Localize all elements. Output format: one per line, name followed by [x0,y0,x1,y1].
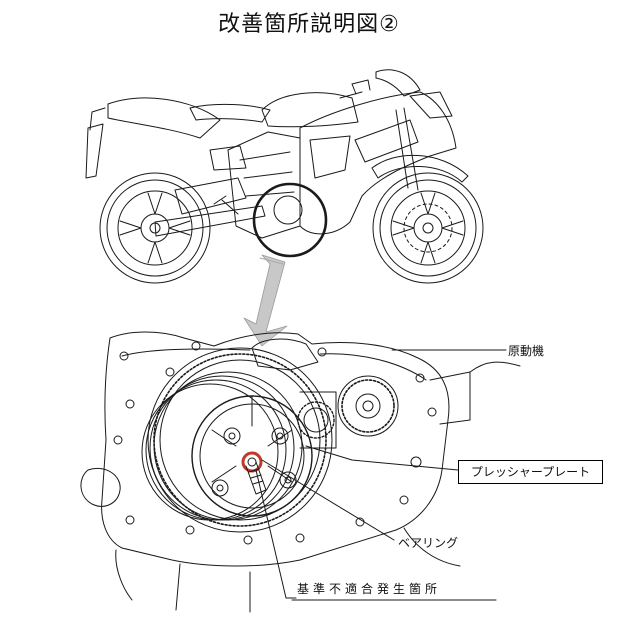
windscreen [375,69,421,97]
engine-clutch-cover [273,195,303,225]
headlight [409,91,453,119]
rear-fender [85,123,104,179]
countershaft-gear [337,375,399,437]
engine-block [227,131,301,239]
zoom-arrow [243,254,288,347]
label-defect-location: 基準不適合発生箇所 [297,582,442,596]
diagram-title: 改善箇所説明図② [218,12,400,37]
drain-plug [80,468,121,507]
leader-defect [255,469,297,599]
label-pressure-plate: プレッシャープレート [458,460,603,484]
highlight-circle [252,182,328,258]
seat [189,103,271,123]
engine-detail [80,331,521,613]
mirror [351,79,371,95]
crankcase-outline [101,331,450,567]
pressure-plate [191,395,313,517]
leader-pressure-plate [305,445,459,471]
motorcycle-illustration [85,69,484,284]
push-rod [245,461,267,495]
front-fender [371,154,469,183]
clutch-plate-stack [141,371,303,521]
tail-cowl [107,97,221,139]
label-bearing: ベアリング [398,536,459,550]
clutch-housing-gear [147,347,333,533]
front-wheel [372,172,484,284]
exhaust-muffler [174,177,247,215]
front-fairing [299,91,457,235]
fuel-tank [261,92,359,128]
swingarm [154,205,266,237]
leader-bearing [261,459,395,541]
label-engine: 原動機 [508,344,545,358]
leader-lines [255,349,507,599]
bolt-plate-ref [410,456,422,468]
